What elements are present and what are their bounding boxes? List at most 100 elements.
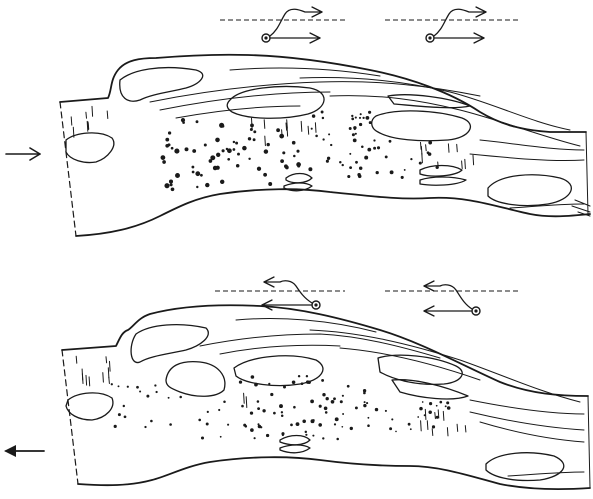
vegetation-tick [71,117,72,125]
vegetation-tick [265,136,266,146]
particle-pair-icon [385,7,520,43]
sediment-dot [352,133,355,136]
sediment-dot [263,173,267,177]
sediment-dot [373,139,375,141]
sediment-dot [118,413,121,416]
sediment-dot [375,408,378,411]
sediment-dot [429,402,432,405]
sediment-dot [111,383,113,385]
sediment-dot [254,437,256,439]
sediment-dot [364,401,366,403]
sediment-dot [227,424,229,426]
streaklines [150,68,584,208]
sediment-dot [362,117,364,119]
sediment-dot [395,431,397,433]
sediment-dot [243,424,246,427]
sediment-dot [220,436,222,438]
sediment-dot [162,160,166,164]
vegetation-tick [315,123,316,133]
sediment-dot [207,411,209,413]
sediment-dot [322,437,324,439]
vegetation-ticks [76,356,466,436]
sediment-dot [368,111,371,114]
sediment-dot [366,402,368,404]
vegetation-tick [473,155,474,165]
sediment-dot [237,153,240,156]
sediment-dot [428,411,431,414]
sediment-dot [360,113,362,115]
sediment-dot [328,133,330,135]
sediment-dot [321,111,324,114]
sediment-dot [293,155,296,158]
sediment-dot [257,167,261,171]
sediment-dot [268,182,272,186]
sediment-dot [310,400,314,404]
vegetation-tick [465,426,466,432]
vegetation-tick [264,120,265,129]
sediment-dot [312,435,314,437]
sediment-dot [308,167,312,171]
sediment-dot [334,423,336,425]
sediment-dot [367,148,371,152]
vegetation-tick [427,421,428,430]
sediment-dot [192,171,195,174]
sediment-dot [389,427,392,430]
sediment-dot [282,151,285,154]
vegetation-tick [282,130,283,138]
sediment-dot [257,423,259,425]
vegetation-tick [421,142,422,149]
sediment-dot [404,169,406,171]
sediment-dot [373,147,376,150]
sediment-dot [351,115,353,117]
sediment-dot [216,153,220,157]
sediment-dot [210,155,215,160]
sediment-dot [242,146,247,151]
sediment-dot [367,417,369,419]
sediment-dot [401,176,404,179]
sediment-dot [341,426,343,428]
sediment-dots [161,111,439,192]
sediment-dot [312,114,315,117]
sediment-dot [254,384,257,387]
sediment-dot [298,375,300,377]
sediment-dot [127,386,129,388]
vegetation-tick [76,356,77,363]
sediment-dot [349,166,352,169]
sediment-dot [321,379,324,382]
sediment-dot [262,409,265,412]
sediment-dot [200,174,203,177]
sediment-dot [196,186,198,188]
vegetation-tick [110,361,111,371]
vegetation-tick [87,121,88,131]
vegetation-tick [301,121,302,131]
sediment-dot [264,149,268,153]
sediment-dot [311,128,313,130]
sediment-dot [333,397,336,400]
sediment-dot [331,400,335,404]
sediment-dot [251,375,255,379]
sediment-dot [335,417,339,421]
sediment-dot [367,424,370,427]
sediment-dot [302,420,306,424]
sediment-dot [136,386,139,389]
sediment-dot [175,173,180,178]
sediment-dot [282,434,284,436]
sediment-dot [169,180,172,183]
sediment-dot [326,397,329,400]
sediment-dot [253,130,256,133]
sediment-dot [154,384,156,386]
vegetation-tick [438,162,439,168]
vegetation-tick [73,127,74,137]
sediment-dot [325,411,328,414]
sediment-dot [315,135,318,138]
sediment-dot [327,157,330,160]
sediment-dot [363,392,366,395]
sediment-dot [146,395,149,398]
vegetation-tick [106,357,107,363]
sediment-dot [355,133,357,135]
sediment-dot [161,155,166,160]
sediment-dot [219,123,224,128]
sediment-dot [168,131,171,134]
sand-bars [66,325,564,481]
